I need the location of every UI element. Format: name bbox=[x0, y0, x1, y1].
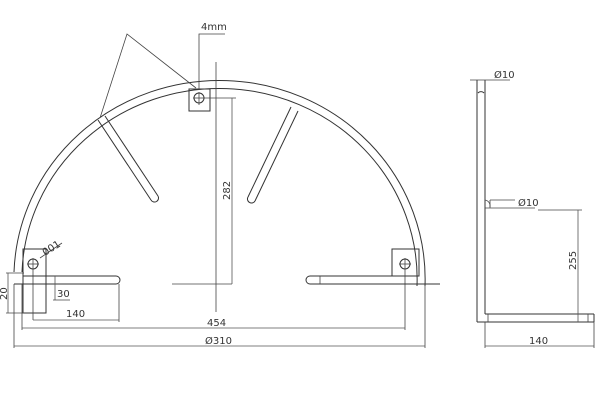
dim-flange-20: 20 bbox=[0, 272, 24, 314]
dim-height-255: 255 bbox=[538, 209, 582, 322]
label-flange-20: 20 bbox=[0, 287, 10, 300]
right-mount-plate bbox=[391, 248, 420, 330]
right-arm bbox=[305, 275, 440, 285]
label-height-255: 255 bbox=[568, 251, 579, 270]
label-hole-dia: 001 bbox=[41, 239, 63, 258]
dim-arm-140: 140 bbox=[33, 284, 120, 322]
left-mount-plate bbox=[22, 248, 47, 320]
dim-height-282: 282 bbox=[205, 97, 236, 284]
left-arm bbox=[14, 275, 121, 285]
top-mount-plate bbox=[188, 88, 211, 112]
dim-rod-dia-bend: Ø10 bbox=[484, 197, 539, 209]
dim-rod-dia-top: Ø10 bbox=[470, 69, 515, 81]
inner-arc bbox=[21, 87, 418, 287]
label-rod-dia-bend: Ø10 bbox=[518, 197, 539, 209]
left-strut bbox=[97, 115, 159, 203]
label-height-282: 282 bbox=[222, 181, 233, 200]
dim-plate-thickness: 4mm bbox=[198, 22, 227, 90]
label-arm-140: 140 bbox=[66, 309, 85, 320]
outer-arc bbox=[13, 79, 426, 287]
dim-outer-dia: Ø310 bbox=[13, 284, 426, 348]
front-view: 4mm 282 001 20 30 14 bbox=[0, 22, 440, 348]
label-rod-dia-top: Ø10 bbox=[494, 69, 515, 81]
label-depth-140: 140 bbox=[529, 336, 548, 347]
right-strut bbox=[247, 106, 299, 204]
label-width-454: 454 bbox=[207, 318, 226, 329]
dim-width-454: 454 bbox=[21, 284, 405, 330]
label-slot-30: 30 bbox=[57, 289, 70, 300]
dim-hole-dia: 001 bbox=[39, 239, 63, 259]
label-outer-dia: Ø310 bbox=[205, 335, 232, 347]
leader-lines bbox=[99, 33, 197, 119]
label-plate-thickness: 4mm bbox=[201, 22, 227, 33]
dim-depth-140: 140 bbox=[484, 322, 595, 348]
dim-slot-30: 30 bbox=[53, 276, 70, 301]
side-view: Ø10 Ø10 255 140 bbox=[470, 69, 595, 348]
